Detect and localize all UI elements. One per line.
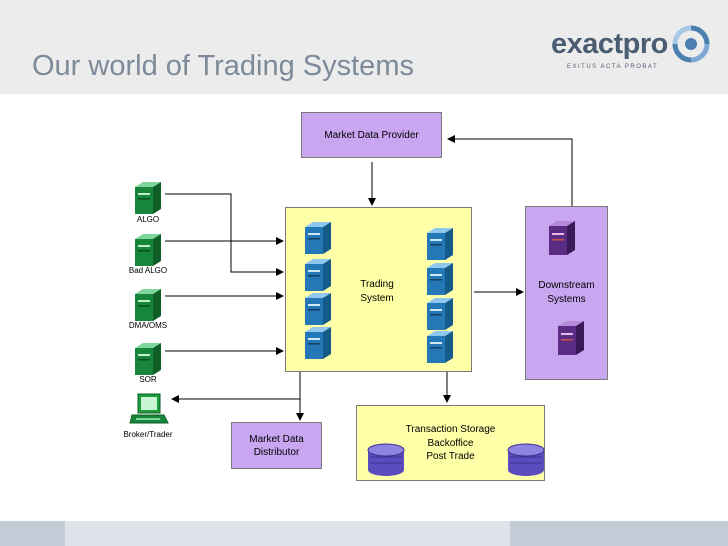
client-label: ALGO	[136, 215, 160, 224]
trading-server-icon	[427, 331, 453, 363]
transaction-storage-label: Transaction Storage Backoffice Post Trad…	[405, 424, 496, 462]
footer-segment	[0, 521, 65, 546]
algo-server-icon	[135, 182, 161, 214]
database-icon	[367, 443, 405, 476]
downstream-server-icon	[558, 321, 584, 355]
trading-server-icon	[427, 228, 453, 260]
downstream-server-icon	[549, 221, 575, 255]
arrow-algo-to-trading	[165, 193, 284, 276]
exactpro-logo-icon	[672, 25, 710, 63]
client-label: DMA/OMS	[128, 321, 168, 330]
downstream-systems-label: Downstream Systems	[538, 280, 595, 305]
slide-header	[0, 0, 728, 94]
trading-server-icon	[427, 298, 453, 330]
arrow-downstream-to-mdp	[447, 135, 573, 206]
trading-system-label: Trading System	[360, 279, 394, 304]
client-label: Bad ALGO	[128, 266, 168, 275]
footer-segment	[510, 521, 728, 546]
market-data-provider-box: Market Data Provider	[301, 112, 442, 158]
trading-server-icon	[427, 263, 453, 295]
bad-algo-server-icon	[135, 234, 161, 266]
client-label: Broker/Trader	[123, 430, 173, 439]
sor-server-icon	[135, 343, 161, 375]
logo-tagline: EXITUS ACTA PROBAT	[567, 64, 659, 70]
trading-server-icon	[305, 293, 331, 325]
slide-title: Our world of Trading Systems	[32, 50, 414, 82]
arrow-trading-to-broker	[171, 372, 301, 403]
slide-footer	[0, 521, 728, 546]
footer-segment	[65, 521, 510, 546]
trading-server-icon	[305, 222, 331, 254]
trading-server-icon	[305, 259, 331, 291]
dma-oms-server-icon	[135, 289, 161, 321]
logo-name: exactpro	[551, 28, 668, 60]
market-data-distributor-box: Market Data Distributor	[231, 422, 322, 469]
trading-server-icon	[305, 327, 331, 359]
client-label: SOR	[139, 375, 157, 384]
broker-computer-icon	[129, 393, 169, 424]
database-icon	[507, 443, 545, 476]
